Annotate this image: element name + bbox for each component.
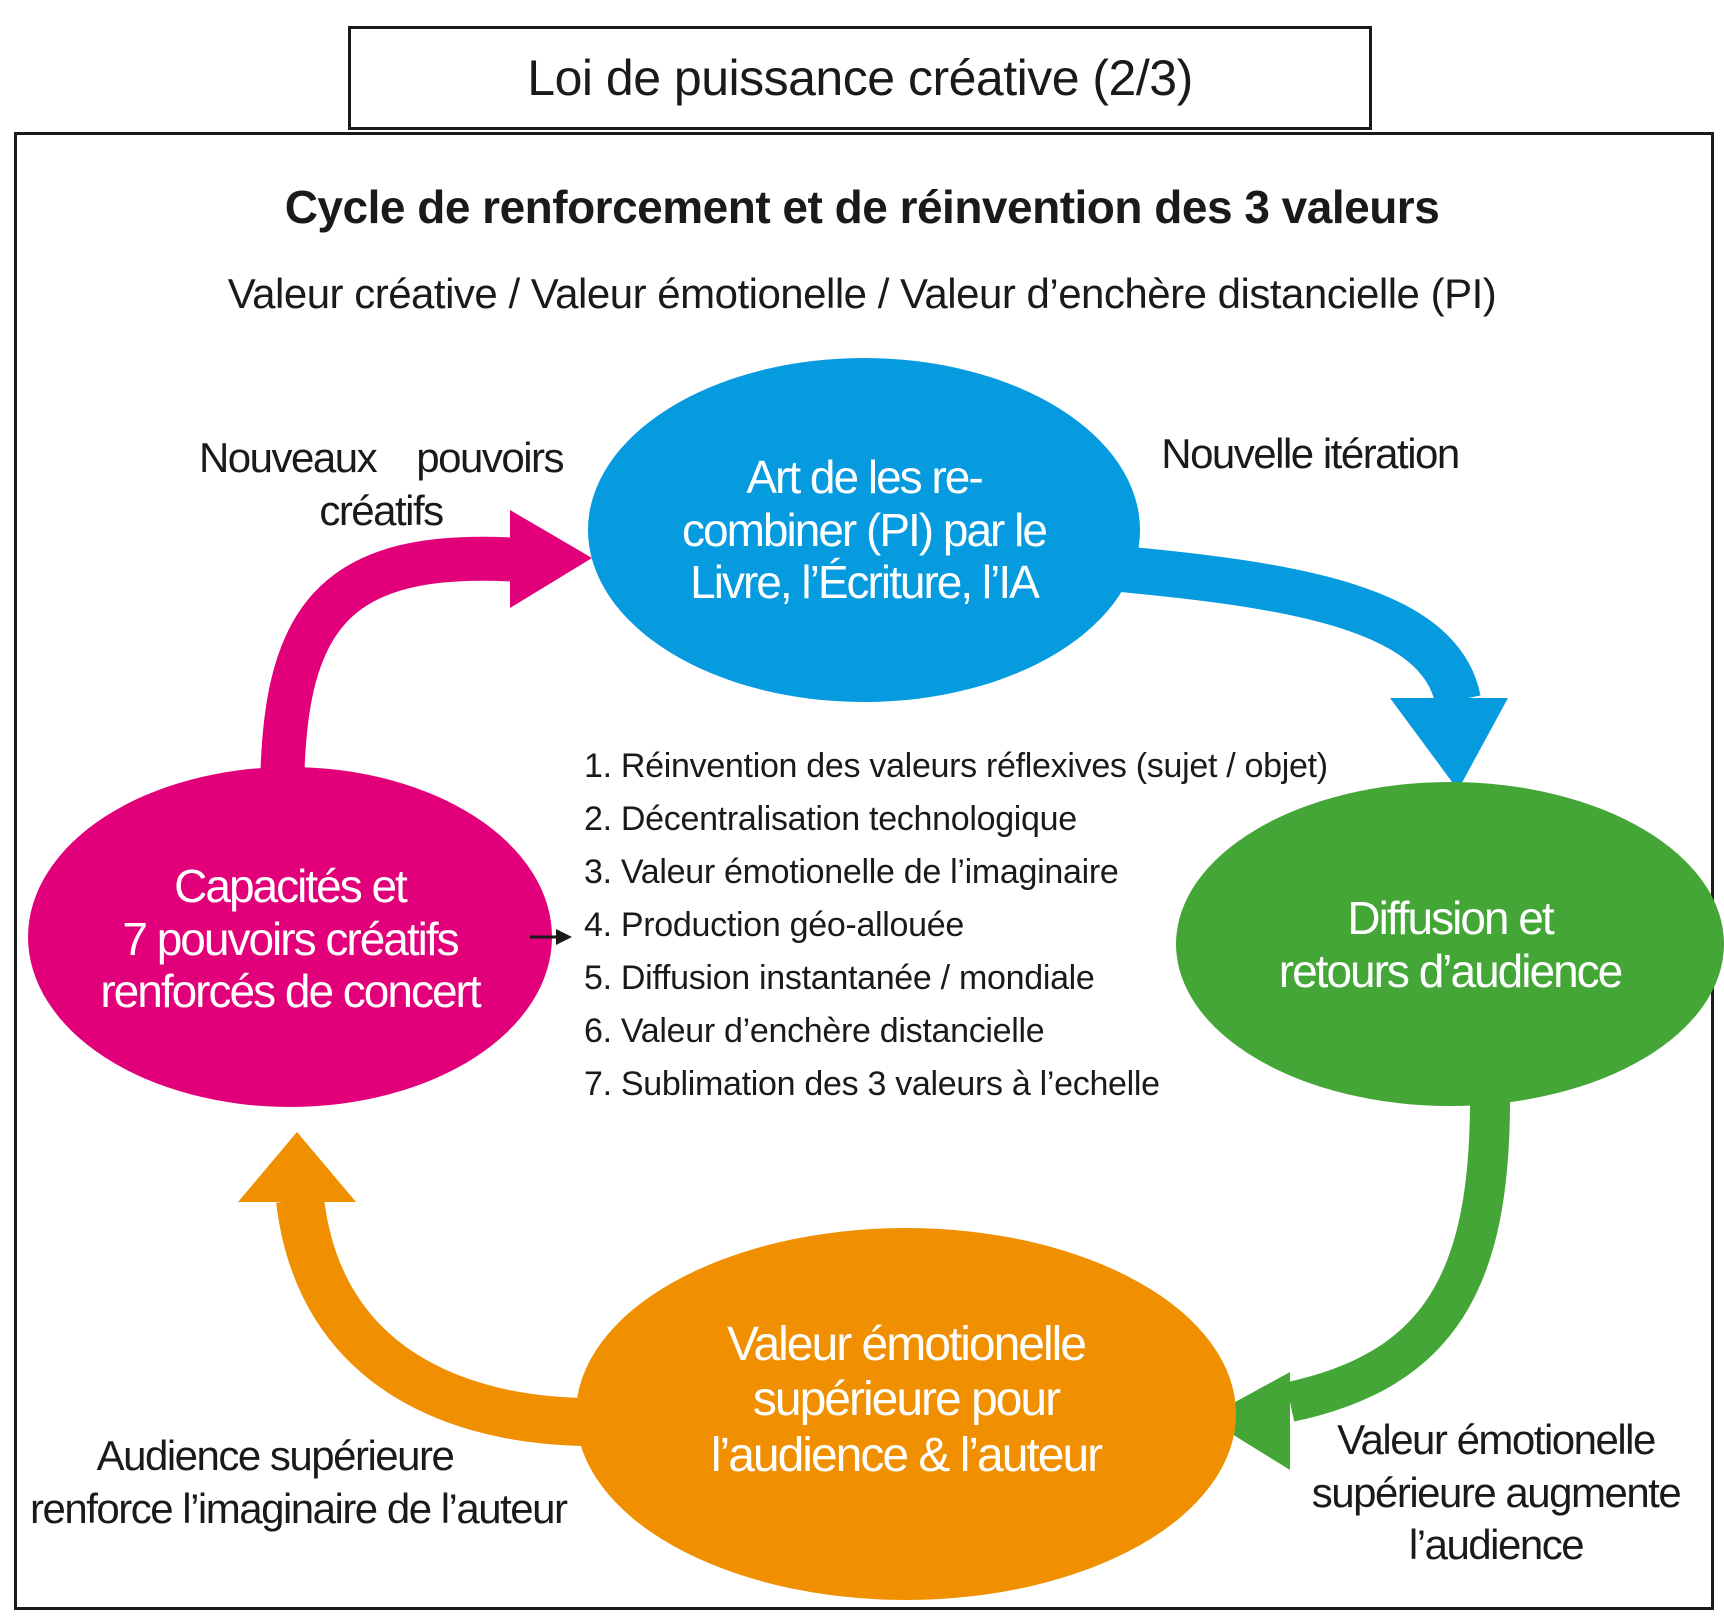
step-item: 4. Production géo-allouée xyxy=(584,906,964,944)
step-item: 7. Sublimation des 3 valeurs à l’echelle xyxy=(584,1065,1160,1103)
step-item: 1. Réinvention des valeurs réflexives (s… xyxy=(584,747,1328,785)
edge-label-top-left: Nouveaux pouvoirs créatifs xyxy=(196,432,566,537)
arrow-blue-head xyxy=(1390,698,1508,790)
diagram-subheading: Valeur créative / Valeur émotionelle / V… xyxy=(227,270,1497,317)
node-bottom-valeur xyxy=(576,1228,1236,1600)
arrow-green-head xyxy=(1206,1372,1290,1470)
node-top-label: Art de les re- combiner (PI) par le Livr… xyxy=(604,410,1124,650)
node-bottom-line-3: l’audience & l’auteur xyxy=(710,1428,1103,1482)
node-left-capacites xyxy=(28,767,552,1107)
connector-arrow-head xyxy=(556,929,572,945)
edge-label-bottom-right: Valeur émotionelle supérieure augmente l… xyxy=(1296,1414,1696,1572)
node-right-line-2: retours d’audience xyxy=(1278,945,1623,997)
node-top-line-1: Art de les re- xyxy=(746,450,983,503)
node-right-line-1: Diffusion et xyxy=(1347,892,1554,945)
diagram-heading: Cycle de renforcement et de réinvention … xyxy=(284,181,1440,233)
node-left-label: Capacités et 7 pouvoirs créatifs renforc… xyxy=(60,824,520,1054)
arrow-magenta-pouvoirs xyxy=(260,536,522,801)
edge-label-top-right-line-1: Nouvelle itération xyxy=(1161,430,1460,477)
node-left-line-2: 7 pouvoirs créatifs xyxy=(122,912,459,965)
node-bottom-label: Valeur émotionelle supérieure pour l’aud… xyxy=(626,1300,1186,1500)
node-top-line-2: combiner (PI) par le xyxy=(682,503,1048,556)
edge-label-bottom-right-line-1: Valeur émotionelle xyxy=(1337,1416,1656,1463)
node-bottom-line-2: supérieure pour xyxy=(752,1373,1061,1427)
node-right-label: Diffusion et retours d’audience xyxy=(1200,860,1700,1030)
arrow-orange-imaginaire xyxy=(276,1196,586,1446)
step-item: 6. Valeur d’enchère distancielle xyxy=(584,1012,1045,1050)
step-item: 3. Valeur émotionelle de l’imaginaire xyxy=(584,853,1119,891)
edge-label-top-right: Nouvelle itération xyxy=(1150,428,1470,481)
edge-label-bottom-right-line-3: l’audience xyxy=(1408,1521,1585,1568)
node-bottom-line-1: Valeur émotionelle xyxy=(726,1318,1087,1372)
page-title: Loi de puissance créative (2/3) xyxy=(348,26,1372,130)
node-left-line-1: Capacités et xyxy=(174,859,408,912)
arrow-orange-head xyxy=(238,1132,356,1202)
step-item: 5. Diffusion instantanée / mondiale xyxy=(584,959,1095,997)
arrow-green-audience xyxy=(1285,1099,1510,1422)
edge-label-top-left-line-2: créatifs xyxy=(319,486,444,534)
arrow-magenta-head xyxy=(510,510,592,608)
step-item: 2. Décentralisation technologique xyxy=(584,800,1077,838)
edge-label-bottom-right-line-2: supérieure augmente xyxy=(1311,1468,1682,1516)
edge-label-bottom-left-line-1: Audience supérieure xyxy=(96,1432,455,1479)
arrow-blue-iteration xyxy=(1107,545,1481,706)
node-top-line-3: Livre, l’Écriture, l’IA xyxy=(690,556,1040,609)
edge-label-top-left-line-1: Nouveaux pouvoirs xyxy=(198,434,565,481)
edge-label-bottom-left: Audience supérieure renforce l’imaginair… xyxy=(30,1430,568,1535)
node-left-line-3: renforcés de concert xyxy=(100,965,481,1018)
node-top-art xyxy=(588,358,1140,702)
diagram-frame xyxy=(14,132,1714,1610)
steps-list: 1. Réinvention des valeurs réflexives (s… xyxy=(584,740,1328,1111)
edge-label-bottom-left-line-2: renforce l’imaginaire de l’auteur xyxy=(30,1484,568,1532)
node-right-diffusion xyxy=(1176,782,1724,1106)
